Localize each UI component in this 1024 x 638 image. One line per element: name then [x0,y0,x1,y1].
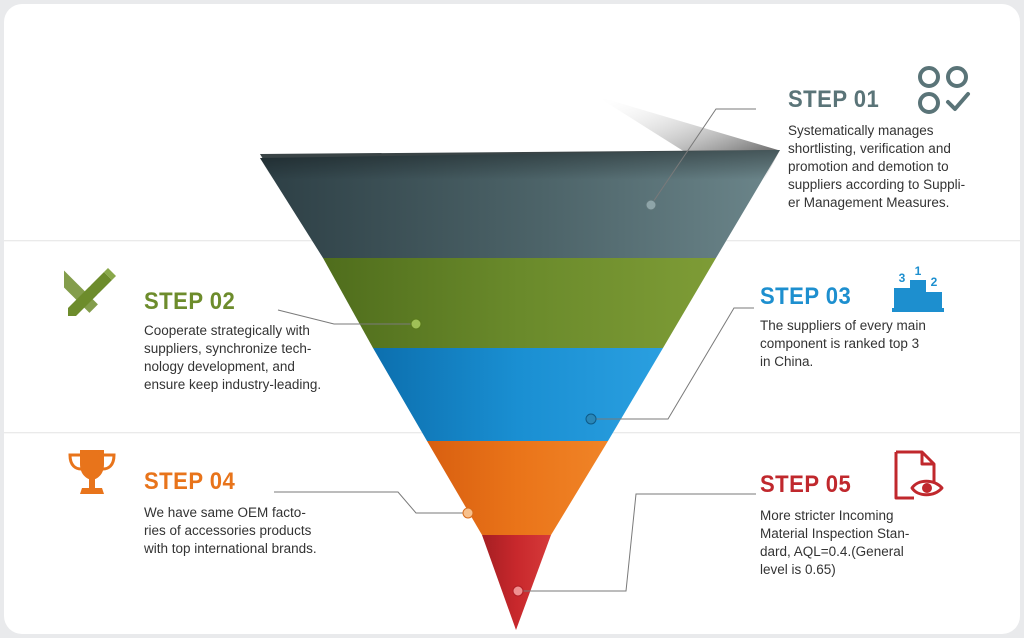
funnel-section-step-02 [323,258,716,348]
podium-label-third: 3 [899,271,906,285]
circles-check-icon [918,66,970,114]
connector-dot [410,318,422,330]
funnel-top-fold [596,96,778,164]
funnel-top-shade [260,150,780,180]
pencil-ruler-icon [64,268,116,316]
step-03-title: STEP 03 [760,283,852,310]
podium-label-first: 1 [915,264,922,278]
step-01-description: Systematically manages shortlisting, ver… [788,123,966,210]
step-05-title: STEP 05 [760,471,852,498]
connector-line-step-02 [277,309,416,325]
step-02-title: STEP 02 [144,288,236,315]
connector-dot [512,585,524,597]
trophy-icon [68,450,116,494]
connector-line-step-03 [591,307,754,420]
step-03-description: The suppliers of every main component is… [760,318,926,369]
diagram-card: STEP 01 Systematically manages shortlist… [4,4,1020,634]
connector-dot [645,199,657,211]
funnel-section-step-03 [373,348,663,441]
step-05-description: More stricter Incoming Material Inspecti… [760,508,910,577]
podium-icon: 3 1 2 [892,264,944,312]
podium-label-second: 2 [931,275,938,289]
step-04-description: We have same OEM facto- ries of accessor… [144,505,317,556]
connector-line-step-01 [650,108,756,206]
step-02-description: Cooperate strategically with suppliers, … [144,323,322,392]
funnel-section-step-04 [427,441,608,535]
funnel-diagram [260,96,780,630]
connector-line-step-04 [274,491,468,514]
connector-line-step-05 [518,493,756,592]
funnel-section-step-05 [482,535,551,630]
step-01-title: STEP 01 [788,86,880,113]
step-04-title: STEP 04 [144,468,236,495]
connector-dot [585,413,597,425]
document-eye-icon [894,450,944,500]
connector-dot [462,507,474,519]
